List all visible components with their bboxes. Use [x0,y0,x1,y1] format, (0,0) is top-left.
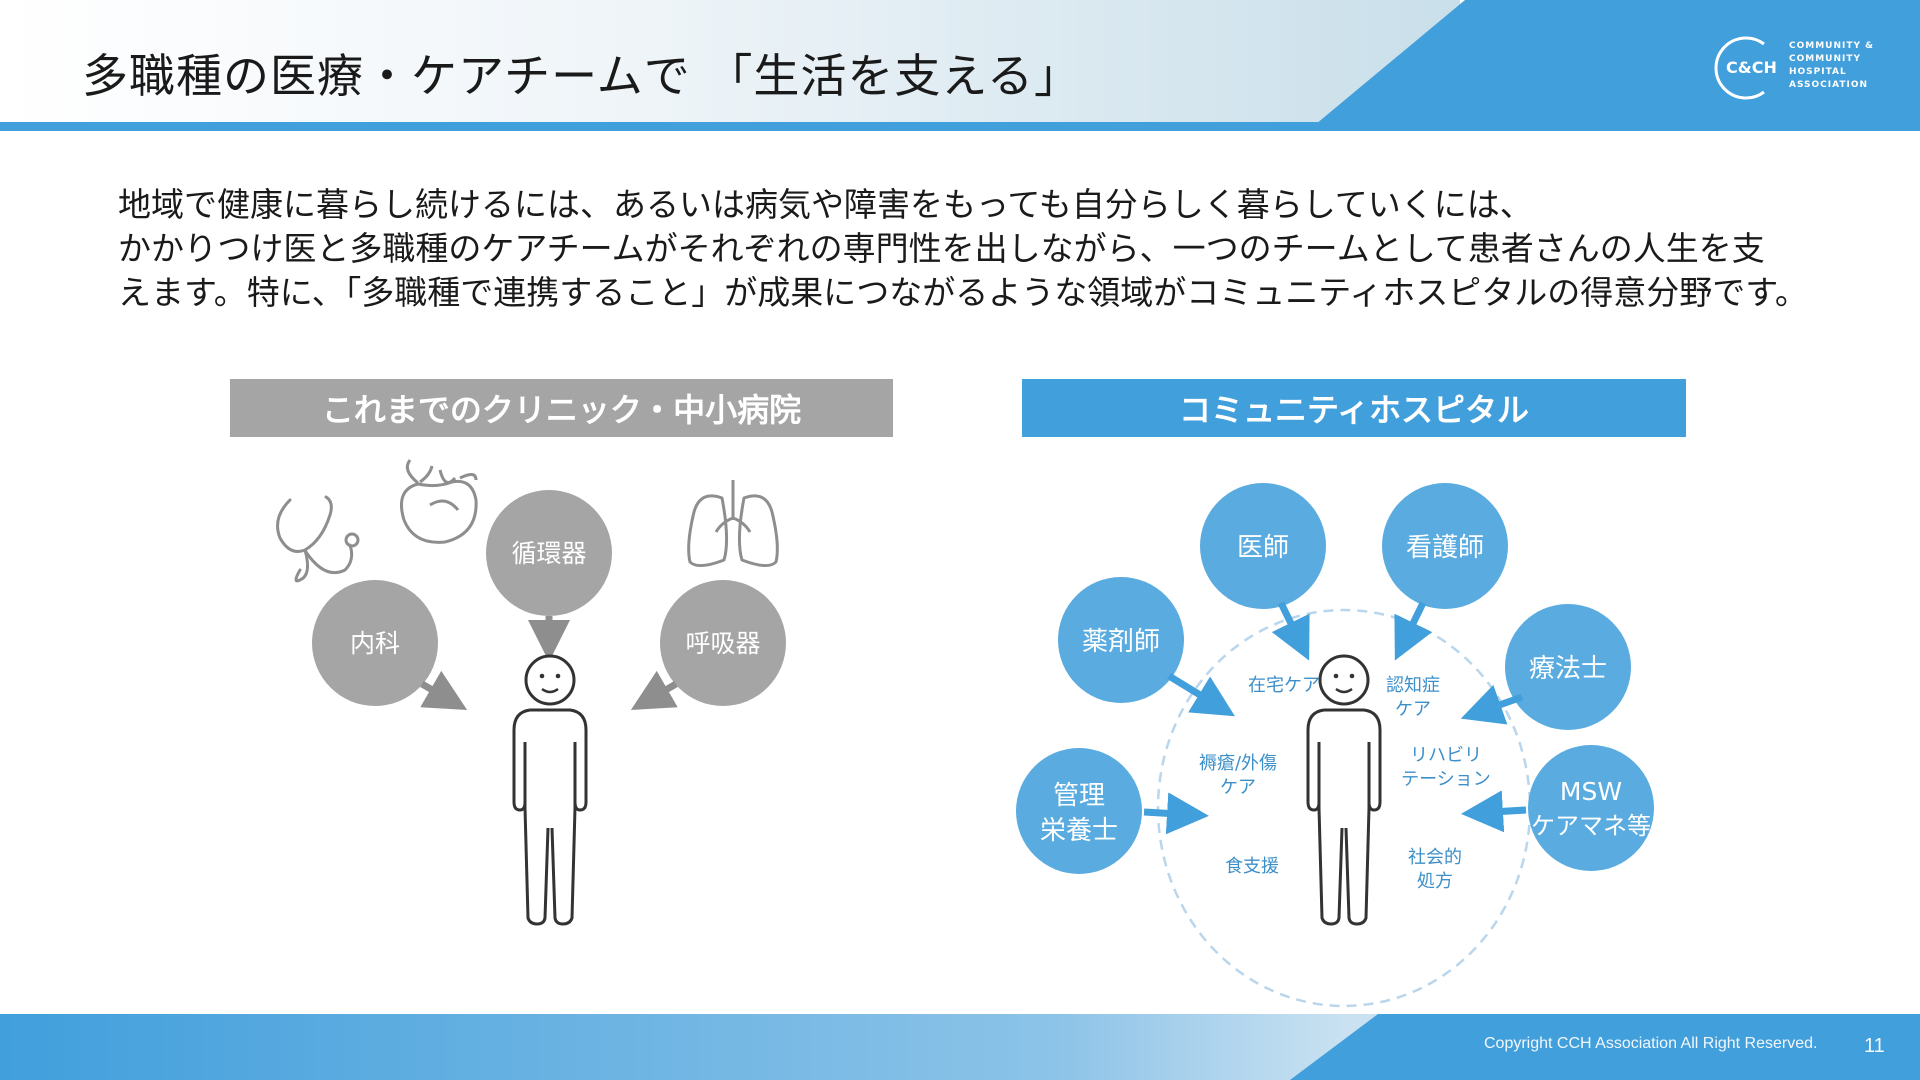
arrow-icon [1144,812,1195,815]
arrow-icon [1475,810,1526,813]
arrow-icon [1474,697,1522,714]
doctor-label: 医師 [1237,533,1289,563]
social-prescribing-label-1: 社会的 [1408,847,1462,868]
food-support-label: 食支援 [1225,856,1279,877]
stethoscope-icon [278,497,358,581]
rehab-label-2: テーション [1401,769,1491,790]
msw-label-2: ケアマネ等 [1531,812,1651,840]
internal-medicine-label: 内科 [350,629,400,658]
page-number: 11 [1864,1035,1885,1058]
arrow-icon [643,684,676,703]
dementia-label-1: 認知症 [1386,675,1440,696]
circulatory-label: 循環器 [511,539,586,568]
lungs-icon [689,480,778,566]
therapist-label: 療法士 [1529,654,1607,684]
arrow-icon [1281,603,1303,648]
pharmacist-label: 薬剤師 [1082,627,1160,657]
social-prescribing-label-2: 処方 [1417,871,1453,892]
arrow-icon [1401,603,1423,648]
dietitian-label-1: 管理 [1053,781,1105,811]
wound-care-label-1: 褥瘡/外傷 [1199,753,1277,774]
rehab-label-1: リハビリ [1410,745,1482,766]
dietitian-label-2: 栄養士 [1040,816,1118,846]
person-icon [514,656,586,924]
arrow-icon [1169,676,1223,709]
nurse-label: 看護師 [1406,533,1484,563]
copyright-text: Copyright CCH Association All Right Rese… [1484,1035,1817,1053]
arrow-icon [422,684,455,703]
home-care-label: 在宅ケア [1248,675,1320,696]
dietitian-bubble [1016,748,1142,874]
person-icon [1308,656,1380,924]
respiratory-label: 呼吸器 [685,629,760,658]
dementia-label-2: ケア [1395,699,1431,720]
msw-bubble [1528,745,1654,871]
heart-icon [401,460,476,542]
msw-label-1: MSW [1560,777,1622,806]
wound-care-label-2: ケア [1220,777,1256,798]
